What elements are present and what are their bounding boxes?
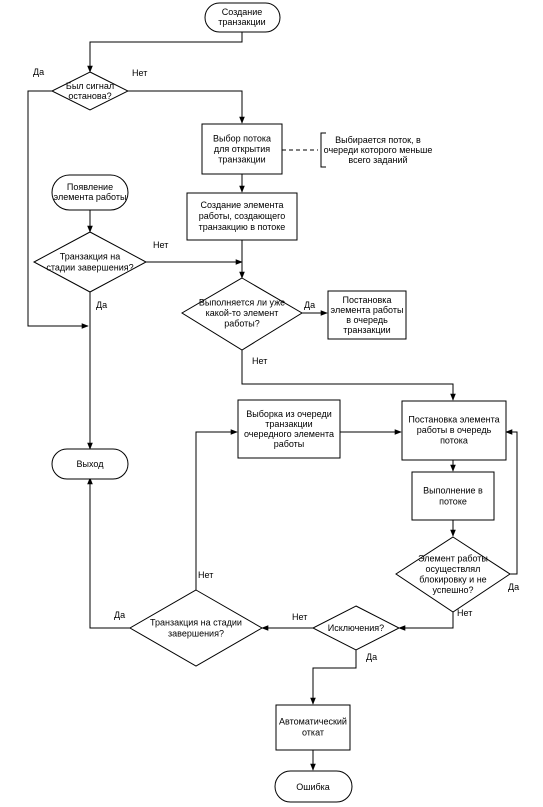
- label-running-yes: Да: [304, 300, 315, 310]
- node-create-tx-shape: [204, 2, 281, 33]
- label-exc-no: Нет: [292, 612, 307, 622]
- node-error-shape: [274, 770, 353, 803]
- edge-labels: Да Нет Нет Да Да Нет Да Нет Нет Да Да Не…: [33, 67, 519, 662]
- label-stop-yes: Да: [33, 67, 44, 77]
- label-tx2-yes: Да: [114, 610, 125, 620]
- node-exit-shape: [51, 448, 129, 480]
- label-tx1-yes: Да: [96, 300, 107, 310]
- edge-stop-yes: [27, 90, 89, 329]
- node-error-text: Ошибка: [296, 782, 330, 792]
- node-exit-text: Выход: [77, 459, 105, 469]
- node-rollback-shape: [275, 704, 351, 751]
- edge-running-no: [241, 350, 456, 401]
- node-stop-signal-shape: [50, 71, 130, 111]
- node-fetch-next-shape: [237, 399, 341, 459]
- node-select-note-bracket: [320, 132, 326, 168]
- node-queue-tx-shape: [327, 290, 407, 340]
- edge-exc-yes: [310, 650, 357, 705]
- node-exceptions-shape: [311, 605, 401, 651]
- label-tx2-no: Нет: [198, 570, 213, 580]
- edges: [27, 32, 518, 771]
- node-execute-shape: [411, 471, 495, 521]
- label-exc-yes: Да: [366, 652, 377, 662]
- edge-create-to-stop: [87, 32, 243, 73]
- node-work-item-appears-shape: [51, 174, 129, 211]
- edge-tx2-yes: [87, 477, 130, 629]
- edge-lock-no: [398, 612, 454, 631]
- edge-tx2-no: [195, 429, 238, 590]
- node-item-running-shape: [181, 277, 303, 351]
- label-lock-no: Нет: [457, 608, 472, 618]
- edge-stop-no: [128, 90, 245, 124]
- label-running-no: Нет: [252, 356, 267, 366]
- node-select-thread-shape: [201, 123, 283, 175]
- label-tx1-no: Нет: [153, 240, 168, 250]
- node-queue-thread-shape: [401, 400, 507, 461]
- shapes: [32, 2, 511, 803]
- node-tx-completing-1-shape: [32, 231, 148, 293]
- label-stop-no: Нет: [132, 68, 147, 78]
- node-exceptions-text: Исключения?: [328, 623, 384, 633]
- node-lock-failed-shape: [395, 536, 511, 613]
- label-lock-yes: Да: [508, 582, 519, 592]
- node-tx-completing-2-shape: [128, 589, 264, 667]
- node-create-work-item-shape: [186, 192, 298, 241]
- edge-lock-yes: [505, 429, 518, 575]
